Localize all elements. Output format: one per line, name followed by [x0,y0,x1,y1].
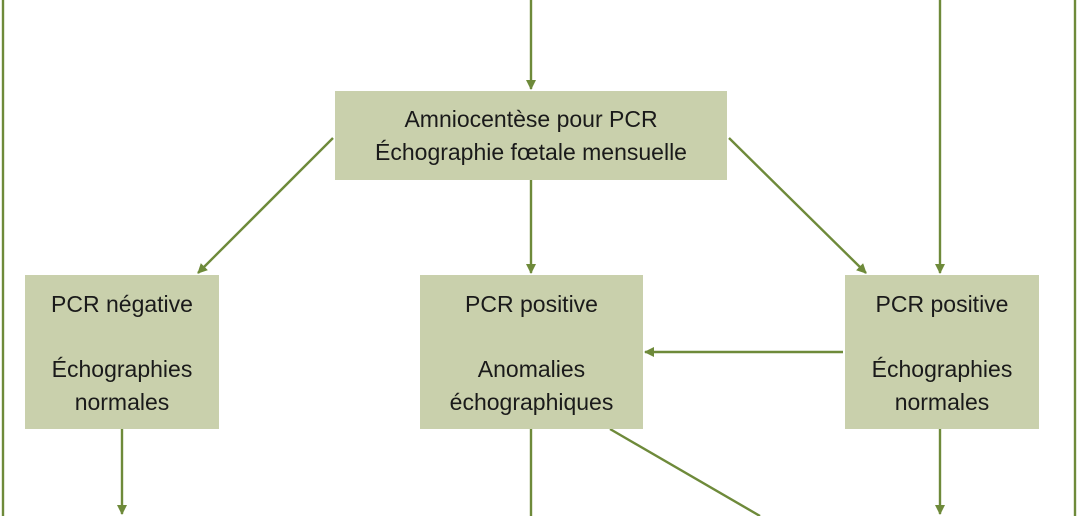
node-pcr-positive-normal: PCR positive Échographies normales [845,275,1039,429]
node-right-title: PCR positive [875,291,1009,317]
node-amniocentesis: Amniocentèse pour PCR Échographie fœtale… [335,91,727,180]
node-right-line1: Échographies [871,356,1013,382]
node-left-title: PCR négative [51,291,193,317]
edge-top-to-right [728,137,867,274]
edge-top-to-left [197,137,334,274]
node-middle-line1: Anomalies [477,356,586,382]
node-pcr-positive-anomalies: PCR positive Anomalies échographiques [420,275,643,429]
edge-middle-diagonal [609,427,761,516]
node-middle-title: PCR positive [465,291,598,317]
node-left-line2: normales [74,389,170,415]
node-pcr-negative: PCR négative Échographies normales [25,275,219,429]
node-left-line1: Échographies [51,356,193,382]
node-top-line1: Amniocentèse pour PCR [404,106,658,132]
node-top-line2: Échographie fœtale mensuelle [375,139,687,165]
node-right-line2: normales [894,389,990,415]
node-middle-line2: échographiques [449,389,614,415]
